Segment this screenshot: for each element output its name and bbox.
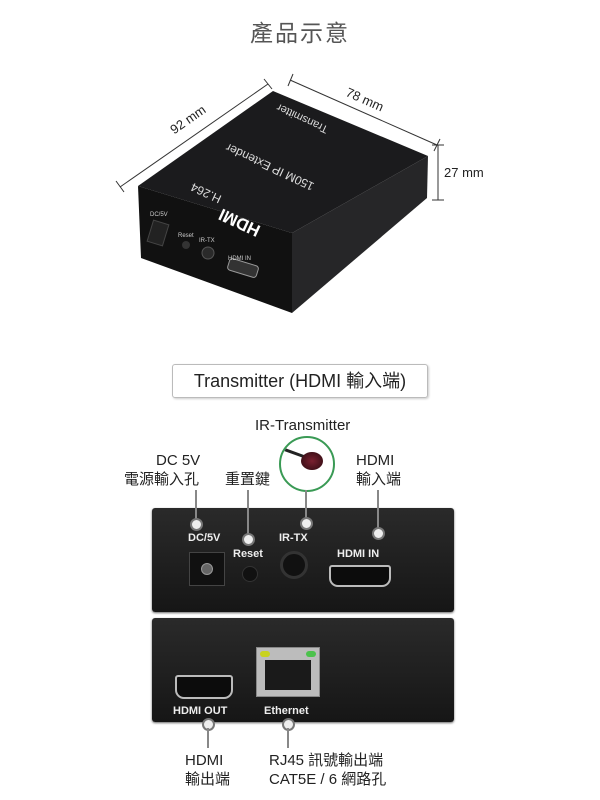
page-title: 產品示意 [250, 21, 350, 47]
device-port-reset: Reset [178, 233, 194, 239]
callout-line [305, 490, 307, 521]
front-label-hdmi-in: HDMI IN [337, 548, 380, 560]
callout-rj45-line1: RJ45 訊號輸出端 [269, 752, 384, 769]
ethernet-port [256, 647, 320, 697]
callout-dot-irtx [300, 517, 313, 530]
callout-dot-hdmi-in [372, 527, 385, 540]
device-illustration [115, 73, 444, 313]
device-side-face [292, 156, 428, 313]
front-label-irtx: IR-TX [279, 532, 308, 544]
callout-line [287, 728, 289, 748]
dimension-height: 27 mm [444, 165, 484, 180]
callout-dot-dc [190, 518, 203, 531]
hdmi-out-port [175, 675, 233, 699]
callout-hdmi-in-line1: HDMI [356, 452, 395, 469]
device-port-dc: DC/5V [150, 212, 168, 218]
device-front-face [138, 186, 292, 313]
dc-jack [189, 552, 225, 586]
ir-tx-jack [280, 551, 308, 579]
callout-dc-line1: DC 5V [156, 452, 201, 469]
front-label-reset: Reset [233, 548, 263, 560]
device-top-face [138, 91, 428, 233]
callout-hdmi-out-line2: 輸出端 [185, 771, 231, 788]
callout-line [247, 490, 249, 538]
callout-reset: 重置鍵 [225, 471, 271, 488]
rear-label-hdmi-out: HDMI OUT [173, 705, 228, 717]
callout-rj45-line2: CAT5E / 6 網路孔 [269, 771, 387, 788]
device-port-hdmi-in: HDMI IN [228, 256, 251, 262]
rear-label-ethernet: Ethernet [264, 705, 309, 717]
callout-line [195, 490, 197, 522]
reset-button [242, 566, 258, 582]
ir-transmitter-icon [279, 436, 335, 492]
callout-ir-transmitter: IR-Transmitter [255, 417, 351, 434]
hdmi-in-port [329, 565, 391, 587]
section-label: Transmitter (HDMI 輸入端) [172, 364, 428, 398]
callout-line [377, 490, 379, 530]
callout-dc-line2: 電源輸入孔 [124, 471, 200, 488]
callout-hdmi-out-line1: HDMI [185, 752, 224, 769]
callout-hdmi-in-line2: 輸入端 [356, 471, 402, 488]
dimension-lines [115, 73, 444, 201]
callout-line [207, 728, 209, 748]
device-port-irtx: IR-TX [199, 238, 215, 244]
callout-dot-reset [242, 533, 255, 546]
front-label-dc: DC/5V [188, 532, 221, 544]
